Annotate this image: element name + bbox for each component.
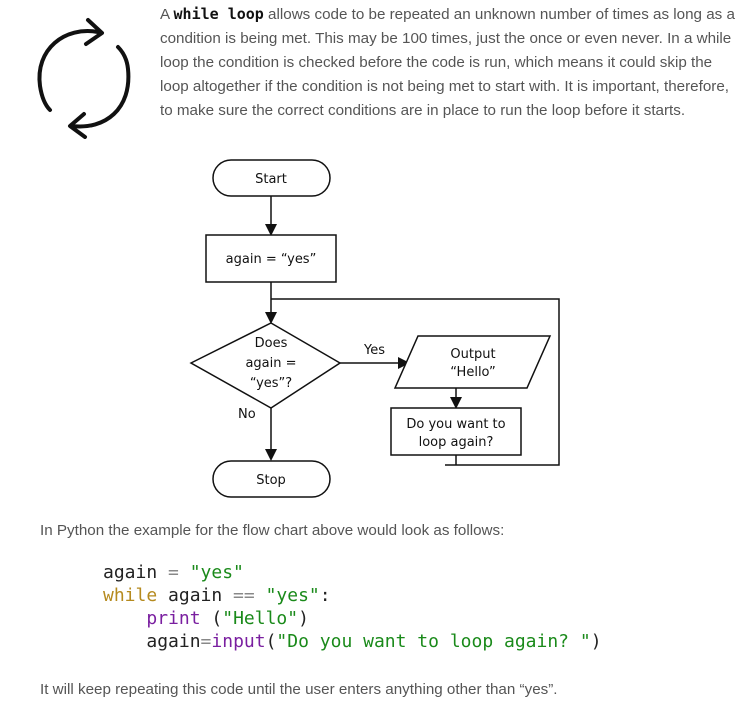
assign-process bbox=[205, 234, 337, 283]
python-code-block: again = "yes" while again == "yes": prin… bbox=[103, 562, 602, 652]
yes-label: Yes bbox=[363, 343, 385, 358]
outro-text: It will keep repeating this code until t… bbox=[40, 681, 558, 698]
input-label-1: Do you want to bbox=[406, 417, 505, 432]
output-label-2: “Hello” bbox=[450, 365, 496, 380]
while-loop-keyword: while loop bbox=[173, 5, 264, 23]
assign-label: again = “yes” bbox=[226, 252, 317, 267]
decision-label-2: again = bbox=[245, 356, 296, 371]
output-label-1: Output bbox=[450, 347, 495, 362]
python-intro-text: In Python the example for the flow chart… bbox=[40, 522, 505, 539]
input-label-2: loop again? bbox=[419, 435, 494, 450]
no-label: No bbox=[238, 407, 256, 422]
decision-label-1: Does bbox=[255, 336, 288, 351]
output-parallelogram bbox=[393, 335, 552, 389]
start-label: Start bbox=[255, 172, 287, 187]
stop-terminator bbox=[212, 460, 331, 498]
stop-label: Stop bbox=[256, 473, 286, 488]
decision-label-3: “yes”? bbox=[250, 376, 292, 391]
intro-paragraph: A while loop allows code to be repeated … bbox=[160, 5, 735, 119]
while-loop-flowchart: Start again = “yes” Does again = “yes”? … bbox=[189, 159, 560, 498]
circular-arrows-icon bbox=[37, 18, 131, 139]
